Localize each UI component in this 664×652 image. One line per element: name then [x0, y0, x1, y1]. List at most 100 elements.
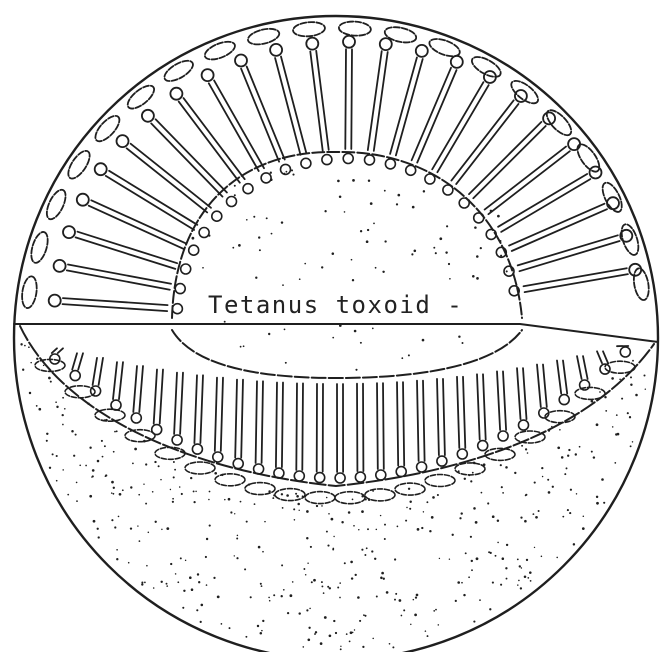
stipple-dot [422, 339, 425, 342]
stipple-dot [67, 494, 69, 496]
stipple-dot [542, 476, 544, 478]
stipple-dot [505, 466, 508, 469]
stipple-dot [429, 530, 431, 532]
stipple-dot [615, 433, 617, 435]
headgroup-ellipse [543, 106, 575, 139]
lipid-head [235, 55, 247, 67]
lipid-tail [603, 351, 608, 363]
stipple-dot [408, 488, 410, 490]
stipple-dot [36, 405, 38, 407]
lipid-head [515, 90, 527, 102]
stipple-dot [166, 583, 168, 585]
stipple-dot [98, 536, 100, 538]
lipid-bilayer-upper [49, 36, 642, 314]
stipple-dot [525, 448, 527, 450]
stipple-dot [520, 587, 522, 589]
headgroup-ellipse [43, 187, 69, 222]
stipple-dot [116, 558, 118, 560]
stipple-dot [414, 250, 417, 253]
stipple-dot [200, 621, 202, 623]
stipple-dot [351, 577, 353, 579]
stipple-dot [412, 206, 415, 209]
stipple-dot [373, 223, 375, 225]
stipple-dot [337, 180, 340, 183]
stipple-dot [119, 493, 122, 496]
stipple-dot [529, 571, 532, 574]
stipple-dot [180, 557, 182, 559]
stipple-dot [521, 567, 522, 568]
stipple-dot [234, 194, 236, 196]
stipple-dot [190, 477, 192, 479]
stipple-dot [361, 549, 363, 551]
stipple-dot [464, 478, 466, 480]
stipple-dot [517, 584, 518, 585]
stipple-dot [139, 540, 141, 542]
stipple-dot [282, 507, 284, 509]
stipple-dot [630, 376, 632, 378]
stipple-dot [591, 400, 594, 403]
stipple-dot [599, 391, 601, 393]
stipple-dot [324, 210, 326, 212]
stipple-dot [97, 528, 99, 530]
stipple-dot [198, 581, 200, 583]
lipid-head [355, 472, 365, 482]
stipple-dot [261, 630, 263, 632]
lipid-head [281, 164, 291, 174]
stipple-dot [281, 493, 283, 495]
lipid-head [212, 211, 222, 221]
stipple-dot [175, 573, 177, 575]
stipple-dot [38, 408, 41, 411]
lipid-tail [512, 209, 607, 251]
lipid-tail [109, 171, 197, 225]
stipple-dot [452, 534, 454, 536]
stipple-dot [401, 615, 403, 617]
stipple-dot [192, 237, 195, 240]
lipid-tail [509, 204, 604, 246]
stipple-dot [323, 592, 325, 594]
stipple-dot [374, 558, 376, 560]
stipple-dot [111, 492, 112, 493]
lipid-tail [537, 365, 541, 408]
lipid-tail [58, 348, 63, 353]
stipple-dot [370, 202, 373, 205]
lipid-head [95, 163, 107, 175]
stipple-dot [43, 365, 44, 366]
stipple-dot [351, 259, 353, 261]
stipple-dot [471, 569, 473, 571]
lipid-tail [160, 370, 163, 424]
headgroup-ellipse [425, 475, 455, 487]
stipple-dot [383, 578, 385, 580]
stipple-dot [50, 381, 52, 383]
lipid-tail [517, 368, 521, 419]
lipid-head [385, 159, 395, 169]
stipple-dot [313, 579, 316, 582]
stipple-dot [353, 525, 355, 527]
stipple-dot [397, 526, 399, 528]
stipple-dot [476, 557, 479, 560]
lipid-tail [503, 371, 506, 430]
stipple-dot [552, 486, 554, 488]
lipid-tail [497, 371, 500, 430]
lipid-head [376, 470, 386, 480]
lipid-head [396, 467, 406, 477]
stipple-dot [459, 517, 461, 519]
stipple-dot [93, 520, 96, 523]
stipple-dot [329, 634, 332, 637]
tetanus-toxoid-label: Tetanus toxoid - [208, 291, 463, 319]
headgroup-ellipse [20, 275, 39, 309]
lipid-tail [215, 378, 217, 451]
stipple-dot [630, 445, 632, 447]
stipple-dot [89, 495, 92, 498]
stipple-dot [161, 529, 162, 530]
stipple-dot [517, 559, 519, 561]
lipid-head [306, 38, 318, 50]
stipple-dot [166, 527, 169, 530]
stipple-dot [217, 596, 220, 599]
stipple-dot [181, 493, 183, 495]
stipple-dot [521, 445, 523, 447]
stipple-dot [153, 587, 155, 589]
lipid-tail [119, 362, 123, 399]
stipple-dot [260, 583, 262, 585]
stipple-dot [619, 379, 621, 381]
headgroup-ellipse [124, 82, 158, 113]
